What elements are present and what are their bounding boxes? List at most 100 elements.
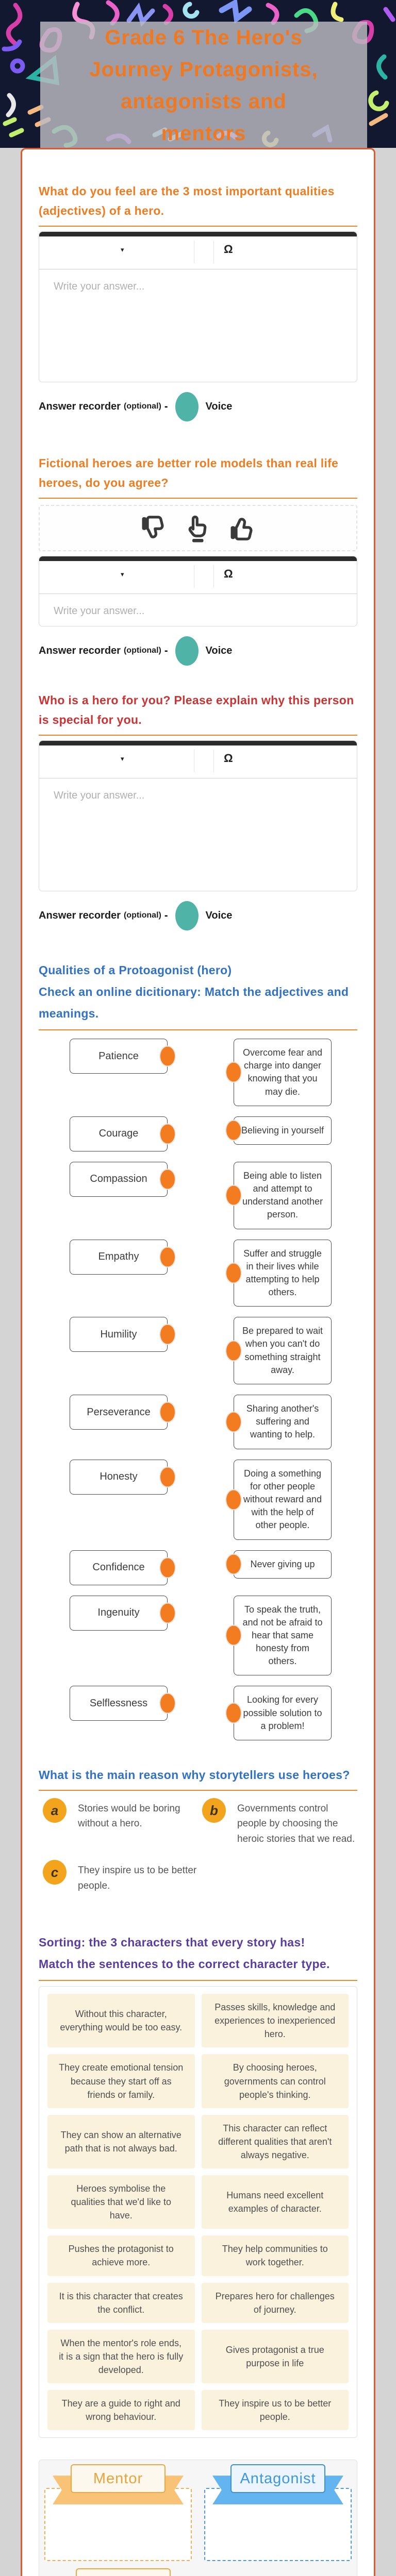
editor-topbar (39, 232, 357, 236)
match-definition-text: Be prepared to wait when you can't do so… (242, 1326, 323, 1375)
sort-sentence-card[interactable]: Passes skills, knowledge and experiences… (201, 1994, 349, 2048)
match-connector-dot[interactable] (225, 1489, 242, 1511)
match-connector-dot[interactable] (225, 1624, 242, 1646)
match-connector-dot[interactable] (225, 1553, 242, 1575)
protagonist-label: Protagonist (75, 2568, 171, 2576)
match-row: Empathy Suffer and struggle in their live… (70, 1239, 357, 1307)
sort-sentence-card[interactable]: Prepares hero for challenges of journey. (201, 2282, 349, 2323)
match-connector-dot[interactable] (225, 1061, 242, 1083)
sort-sentence-card[interactable]: They inspire us to be better people. (201, 2389, 349, 2431)
matching-heading: Qualities of a Protoagonist (hero) Check… (39, 959, 357, 1024)
question2-answer-input[interactable]: Write your answer... (54, 605, 145, 617)
match-connector-dot[interactable] (159, 1401, 176, 1423)
format-dropdown-icon[interactable]: ▾ (121, 755, 124, 762)
sort-sentence-card[interactable]: By choosing heroes, governments can cont… (201, 2054, 349, 2108)
match-connector-dot[interactable] (225, 1120, 242, 1141)
match-connector-dot[interactable] (225, 1340, 242, 1362)
mcq-option-b[interactable]: b Governments control people by choosing … (198, 1798, 357, 1846)
question3-heading: Who is a hero for you? Please explain wh… (39, 693, 354, 726)
sort-sentence-card[interactable]: When the mentor's role ends, it is a sig… (47, 2329, 195, 2383)
match-connector-dot[interactable] (159, 1557, 176, 1578)
point-up-icon[interactable] (183, 513, 213, 544)
sorting-divider (39, 1980, 357, 1981)
question1-heading: What do you feel are the 3 most importan… (39, 184, 335, 217)
sort-sentence-card[interactable]: Pushes the protagonist to achieve more. (47, 2235, 195, 2276)
sort-sentence-card[interactable]: They can show an alternative path that i… (47, 2114, 195, 2169)
voice-label: Voice (205, 645, 233, 656)
match-row: Honesty Doing a something for other peopl… (70, 1459, 357, 1540)
match-connector-dot[interactable] (225, 1262, 242, 1284)
mcq-option-badge[interactable]: c (43, 1860, 67, 1885)
question2-heading: Fictional heroes are better role models … (39, 456, 339, 489)
special-character-icon[interactable]: Ω (224, 243, 233, 256)
mcq-option-badge[interactable]: a (43, 1798, 67, 1823)
answer-recorder-optional-label: (optional) (123, 911, 161, 920)
match-term-box: Honesty (70, 1459, 176, 1495)
sort-sentence-card[interactable]: Without this character, everything would… (47, 1994, 195, 2048)
question3-answer-input[interactable]: Write your answer... (54, 790, 145, 801)
special-character-icon[interactable]: Ω (224, 752, 233, 765)
sort-sentence-card[interactable]: Heroes symbolise the qualities that we'd… (47, 2175, 195, 2229)
question1-answer-input[interactable]: Write your answer... (54, 281, 145, 292)
mcq-option-badge[interactable]: b (202, 1798, 226, 1823)
match-definition-box: Believing in yourself (225, 1116, 332, 1145)
protagonist-ribbon: Protagonist (44, 2568, 202, 2576)
special-character-icon[interactable]: Ω (224, 567, 233, 580)
sort-sentence-card[interactable]: They help communities to work together. (201, 2235, 349, 2276)
sort-sentence-card[interactable]: This character can reflect different qua… (201, 2114, 349, 2169)
match-definition-box: Never giving up (225, 1550, 332, 1579)
match-connector-dot[interactable] (159, 1168, 176, 1190)
antagonist-label: Antagonist (230, 2464, 325, 2494)
match-connector-dot[interactable] (159, 1246, 176, 1267)
match-definition-text: Sharing another's suffering and wanting … (246, 1403, 319, 1440)
thumbs-up-icon[interactable] (227, 513, 258, 544)
question3-answer-recorder: Answer recorder (optional) - Voice (39, 901, 357, 930)
match-connector-dot[interactable] (225, 1702, 242, 1724)
match-term-box: Perseverance (70, 1395, 176, 1430)
match-connector-dot[interactable] (159, 1045, 176, 1067)
worksheet-card: What do you feel are the 3 most importan… (21, 148, 375, 2576)
answer-recorder-label: Answer recorder (39, 400, 121, 412)
format-dropdown-icon[interactable]: ▾ (121, 246, 124, 253)
match-definition-text: Doing a something for other people witho… (243, 1468, 322, 1531)
match-connector-dot[interactable] (159, 1123, 176, 1145)
sorting-heading-line1: Sorting: the 3 characters that every sto… (39, 1936, 305, 1950)
match-connector-dot[interactable] (159, 1692, 176, 1714)
editor-topbar (39, 556, 357, 561)
mentor-ribbon: Mentor (44, 2464, 192, 2505)
match-definition-box: Overcome fear and charge into danger kno… (225, 1039, 332, 1106)
match-term-box: Empathy (70, 1239, 176, 1275)
sort-sentence-card[interactable]: They create emotional tension because th… (47, 2054, 195, 2108)
thumbs-down-icon[interactable] (138, 513, 169, 544)
worksheet-title-line: antagonists and (121, 90, 287, 113)
character-drop-zones: Mentor Antagonist Protagonist (39, 2460, 357, 2576)
answer-recorder-dash: - (164, 400, 168, 412)
format-dropdown-icon[interactable]: ▾ (121, 570, 124, 578)
sort-sentence-card[interactable]: Humans need excellent examples of charac… (201, 2175, 349, 2229)
sort-sentence-card[interactable]: Gives protagonist a true purpose in life (201, 2329, 349, 2383)
match-row: Perseverance Sharing another's suffering … (70, 1395, 357, 1449)
drop-zone-row: Mentor Antagonist (44, 2464, 352, 2562)
worksheet-title-line: Grade 6 The Hero's (105, 26, 303, 49)
question1-editor: ▾ Ω Write your answer... (39, 231, 357, 382)
match-connector-dot[interactable] (225, 1184, 242, 1206)
match-connector-dot[interactable] (225, 1411, 242, 1433)
match-definition-text: Suffer and struggle in their lives while… (243, 1248, 322, 1298)
match-definition-box: Sharing another's suffering and wanting … (225, 1395, 332, 1449)
voice-record-button[interactable] (175, 392, 199, 421)
mcq-option-text: Governments control people by choosing t… (237, 1803, 355, 1844)
match-connector-dot[interactable] (159, 1324, 176, 1345)
voice-record-button[interactable] (175, 636, 199, 666)
match-term-box: Ingenuity (70, 1595, 176, 1631)
sort-sentence-card[interactable]: It is this character that creates the co… (47, 2282, 195, 2323)
match-connector-dot[interactable] (159, 1466, 176, 1488)
sort-sentence-card[interactable]: They are a guide to right and wrong beha… (47, 2389, 195, 2431)
match-term-box: Humility (70, 1317, 176, 1352)
match-connector-dot[interactable] (159, 1602, 176, 1623)
voice-record-button[interactable] (175, 901, 199, 930)
